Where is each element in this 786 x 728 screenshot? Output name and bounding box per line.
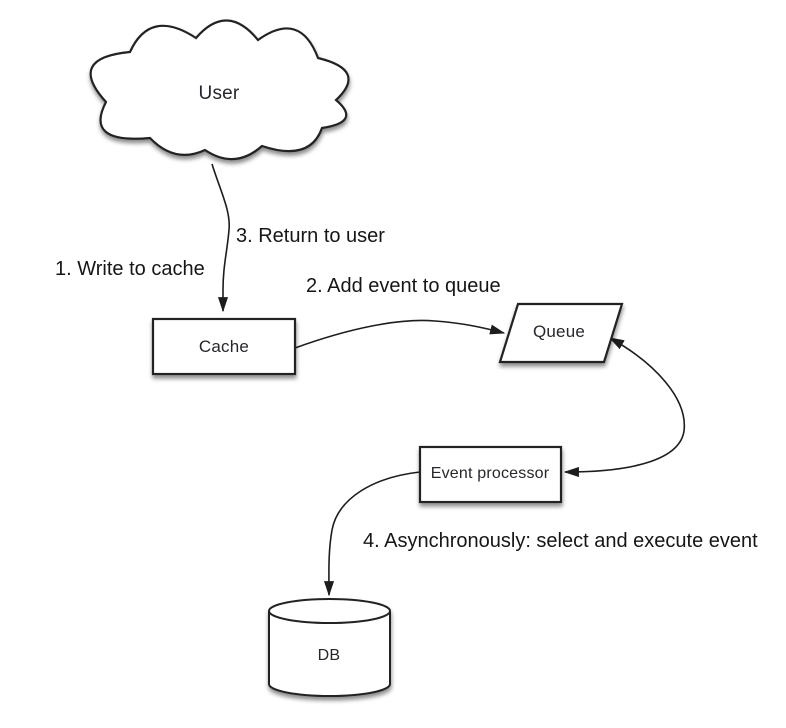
cache-node-label: Cache [198,337,250,356]
step2-add-event-to-queue-label: 2. Add event to queue [306,275,501,297]
queue-event-processor-double-arrow [563,337,686,478]
step3-return-to-user-label: 3. Return to user [236,225,385,247]
event-processor-node-label: Event processor [430,465,550,482]
cache-to-queue-arrow [294,319,506,349]
user-cloud-shape [89,19,350,161]
event-processor-to-db-arrow [323,471,421,597]
db-cylinder-shape [268,598,391,697]
user-node-label: User [198,83,240,104]
step4-asynchronously-label: 4. Asynchronously: select and execute ev… [363,530,758,552]
step1-write-to-cache-label: 1. Write to cache [55,258,205,280]
user-to-cache-arrow [211,163,231,313]
queue-node-label: Queue [532,322,586,341]
queue-parallelogram-shape [498,302,624,364]
event-processor-box-shape [418,445,563,504]
db-node-label: DB [317,647,341,664]
cache-box-shape [151,317,297,376]
